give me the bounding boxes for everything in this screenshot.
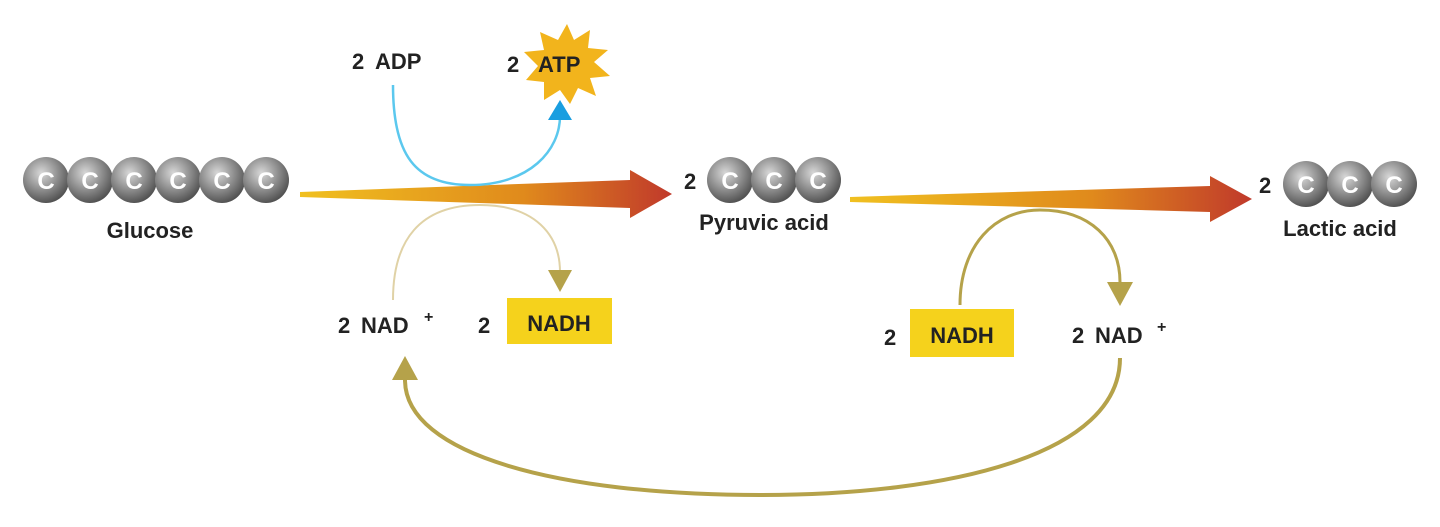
- carbon-atom: C: [67, 157, 113, 203]
- glycolysis-nad-group: 2 NAD +: [338, 309, 433, 338]
- arrowhead-icon: [1107, 282, 1133, 306]
- carbon-label: C: [721, 168, 738, 195]
- lactic-acid-molecule: 2 C C C Lactic acid: [1259, 161, 1417, 241]
- carbon-atom: C: [23, 157, 69, 203]
- carbon-label: C: [809, 168, 826, 195]
- arrowhead-icon: [548, 100, 572, 120]
- carbon-label: C: [1297, 172, 1314, 199]
- starburst-icon: [524, 24, 610, 104]
- fermentation-nad-group: 2 NAD +: [1072, 319, 1166, 348]
- carbon-label: C: [765, 168, 782, 195]
- nadh-coefficient: 2: [884, 325, 896, 350]
- carbon-atom: C: [155, 157, 201, 203]
- nadh-label: NADH: [930, 323, 994, 348]
- carbon-label: C: [1341, 172, 1358, 199]
- carbon-label: C: [1385, 172, 1402, 199]
- nadh-highlight: [910, 309, 1014, 357]
- nadh-label: NADH: [527, 311, 591, 336]
- carbon-atom: C: [1327, 161, 1373, 207]
- glucose-molecule: C C C C C C Glucose: [23, 157, 289, 243]
- carbon-label: C: [169, 168, 186, 195]
- carbon-atom: C: [1283, 161, 1329, 207]
- nad-superscript: +: [1157, 319, 1166, 336]
- carbon-label: C: [125, 168, 142, 195]
- nad-recycle-arrow: [392, 356, 1122, 498]
- atp-label-group: 2 ATP: [507, 24, 610, 104]
- carbon-atom: C: [795, 157, 841, 203]
- carbon-label: C: [37, 168, 54, 195]
- pyruvic-coefficient: 2: [684, 169, 696, 194]
- glycolysis-nadh-group: 2 NADH: [478, 298, 612, 344]
- adp-coefficient: 2: [352, 49, 364, 74]
- arrowhead-icon: [548, 270, 572, 292]
- atp-label: ATP: [538, 52, 580, 77]
- fermentation-arrow: [850, 176, 1252, 222]
- glycolysis-arrow: [300, 170, 672, 218]
- lactic-coefficient: 2: [1259, 173, 1271, 198]
- lactic-acid-label: Lactic acid: [1283, 216, 1397, 241]
- carbon-label: C: [81, 168, 98, 195]
- carbon-atom: C: [111, 157, 157, 203]
- carbon-atom: C: [199, 157, 245, 203]
- nadh-coefficient: 2: [478, 313, 490, 338]
- pyruvic-acid-label: Pyruvic acid: [699, 210, 829, 235]
- nad-coefficient: 2: [1072, 323, 1084, 348]
- carbon-label: C: [257, 168, 274, 195]
- carbon-label: C: [213, 168, 230, 195]
- fermentation-nadh-group: 2 NADH: [884, 309, 1014, 357]
- nad-coefficient: 2: [338, 313, 350, 338]
- carbon-atom: C: [1371, 161, 1417, 207]
- nad-superscript: +: [424, 309, 433, 326]
- nad-to-nadh-arc: [392, 203, 572, 301]
- atp-coefficient: 2: [507, 52, 519, 77]
- adp-to-atp-arc: [391, 84, 572, 187]
- carbon-atom: C: [751, 157, 797, 203]
- nadh-highlight: [507, 298, 612, 344]
- adp-label: ADP: [375, 49, 421, 74]
- carbon-atom: C: [707, 157, 753, 203]
- adp-label-group: 2 ADP: [352, 49, 421, 74]
- nadh-to-nad-arc: [958, 208, 1133, 306]
- pyruvic-acid-molecule: 2 C C C Pyruvic acid: [684, 157, 841, 235]
- carbon-atom: C: [243, 157, 289, 203]
- arrowhead-icon: [392, 356, 418, 380]
- nad-label: NAD: [1095, 323, 1143, 348]
- glucose-label: Glucose: [107, 218, 194, 243]
- nad-label: NAD: [361, 313, 409, 338]
